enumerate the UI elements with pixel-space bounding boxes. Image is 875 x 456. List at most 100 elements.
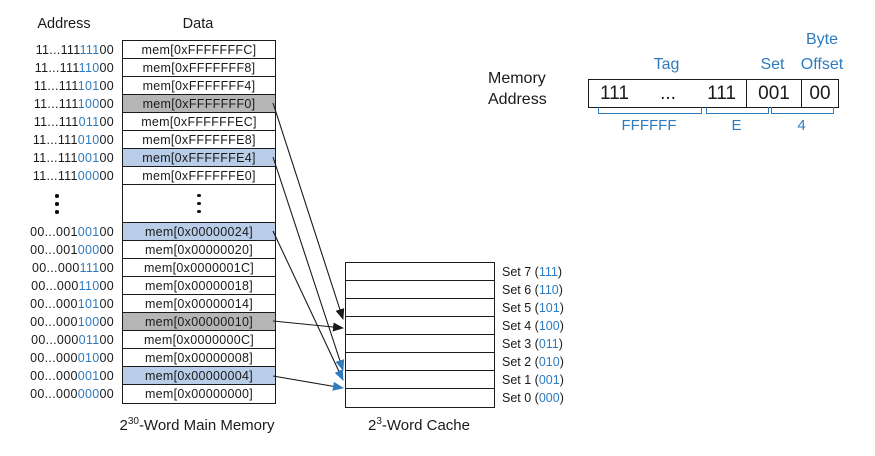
- vertical-ellipsis-icon: [197, 193, 201, 214]
- memory-address: 00...00001000: [0, 349, 114, 367]
- cache-table: [345, 262, 495, 408]
- set-label-text: Set 2 (: [502, 355, 539, 369]
- mid-hex-bracket: [706, 107, 769, 114]
- set-label-close: ): [559, 355, 564, 369]
- set-index-bits: 011: [538, 337, 559, 351]
- cache-set-label: Set 7 (111): [502, 263, 564, 281]
- memory-cell-value: mem[0xFFFFFFE8]: [142, 132, 256, 147]
- memory-cell-value: mem[0x00000004]: [144, 368, 254, 383]
- address-offset-bits: 00: [99, 279, 114, 293]
- cache-row: [346, 299, 494, 317]
- address-offset-bits: 00: [99, 133, 114, 147]
- cache-set-label: Set 2 (010): [502, 353, 564, 371]
- address-set-bits: 000: [77, 169, 100, 183]
- address-offset-bits: 00: [99, 169, 114, 183]
- caption-base: 2: [368, 417, 377, 434]
- address-offset-bits: 00: [99, 297, 114, 311]
- address-tag-bits: 11...111: [32, 169, 78, 183]
- set-label-text: Set 4 (: [502, 319, 539, 333]
- address-list-low: 00...00100100 00...00100000 00...0001110…: [0, 223, 114, 403]
- set-label-text: Set 5 (: [502, 301, 539, 315]
- address-offset-bits: 00: [99, 151, 114, 165]
- address-tag-bits: 00...001: [30, 243, 78, 257]
- memory-cell-value: mem[0x00000010]: [144, 314, 254, 329]
- address-set-bits: 100: [77, 315, 100, 329]
- address-set-bits: 001: [77, 151, 100, 165]
- memory-cell-value: mem[0xFFFFFFF0]: [142, 96, 256, 111]
- address-tag-bits: 00...000: [30, 297, 78, 311]
- cache-set-label: Set 6 (110): [502, 281, 564, 299]
- memory-address: 00...00100000: [0, 241, 114, 259]
- memory-cell-value: mem[0xFFFFFFF4]: [142, 78, 256, 93]
- set-label-text: Set 3 (: [502, 337, 539, 351]
- address-offset-bits: 00: [99, 387, 114, 401]
- arrow-mem00000024-to-set1: [272, 230, 344, 381]
- address-offset-bits: 00: [99, 333, 114, 347]
- address-offset-bits: 00: [99, 243, 114, 257]
- cache-row: [346, 389, 494, 407]
- mid-hex-value: E: [731, 117, 742, 134]
- memory-address: 00...00011000: [0, 277, 114, 295]
- address-offset-bits: 00: [99, 61, 114, 75]
- memory-cell-value: mem[0xFFFFFFEC]: [141, 114, 257, 129]
- memory-row: mem[0x00000024]: [123, 223, 275, 241]
- memory-cell-value: mem[0xFFFFFFFC]: [141, 42, 257, 57]
- memory-row: mem[0x00000004]: [123, 367, 275, 385]
- memory-address-title: Memory Address: [488, 68, 547, 110]
- address-set-bits: 010: [77, 351, 100, 365]
- cache-rows: [346, 263, 494, 407]
- caption-rest: -Word Cache: [381, 417, 470, 434]
- cache-set-label: Set 3 (011): [502, 335, 564, 353]
- memory-row: mem[0xFFFFFFEC]: [123, 113, 275, 131]
- tag-ellipsis: ...: [660, 82, 676, 104]
- byte-offset-field: 00: [801, 80, 838, 107]
- set-label-text: Set 1 (: [502, 373, 539, 387]
- memory-address: 00...00100100: [0, 223, 114, 241]
- memory-address: 00...00010100: [0, 295, 114, 313]
- arrow-memFFFFFFE4-to-set1: [272, 156, 345, 371]
- memory-rows-low: mem[0x00000024] mem[0x00000020] mem[0x00…: [123, 223, 275, 403]
- address-offset-bits: 00: [99, 43, 114, 57]
- vertical-ellipsis-icon: [55, 194, 59, 214]
- memory-cell-value: mem[0x00000020]: [144, 242, 254, 257]
- set-field-label: Set: [760, 56, 785, 73]
- cache-row: [346, 335, 494, 353]
- address-set-bits: 011: [78, 333, 100, 347]
- memory-cell-value: mem[0x0000000C]: [143, 332, 255, 347]
- low-hex-value: 4: [797, 117, 806, 134]
- memory-cell-value: mem[0x00000014]: [144, 296, 254, 311]
- address-tag-bits: 11...111: [33, 115, 79, 129]
- address-tag-bits: 00...000: [30, 387, 78, 401]
- memory-cell-value: mem[0x0000001C]: [143, 260, 255, 275]
- memory-ellipsis: [123, 185, 275, 223]
- data-column-header: Data: [182, 16, 214, 32]
- memory-row: mem[0x00000018]: [123, 277, 275, 295]
- address-tag-bits: 00...000: [31, 279, 79, 293]
- set-label-close: ): [559, 319, 564, 333]
- caption-exponent: 30: [127, 416, 139, 427]
- address-set-bits: 101: [77, 297, 100, 311]
- address-tag-bits: 11...111: [32, 151, 78, 165]
- memory-address: 11...11100100: [0, 149, 114, 167]
- memory-address: 11...11110100: [0, 77, 114, 95]
- tag-field: 111 ... 111: [589, 80, 746, 107]
- memory-rows-high: mem[0xFFFFFFFC] mem[0xFFFFFFF8] mem[0xFF…: [123, 41, 275, 185]
- memory-address: 11...11111100: [0, 41, 114, 59]
- address-offset-bits: 00: [99, 351, 114, 365]
- set-index-bits: 010: [538, 355, 560, 369]
- set-label-close: ): [559, 301, 564, 315]
- memory-row: mem[0x00000008]: [123, 349, 275, 367]
- set-index-bits: 100: [538, 319, 560, 333]
- cache-row: [346, 263, 494, 281]
- address-set-bits: 011: [78, 115, 100, 129]
- set-label-close: ): [557, 265, 563, 279]
- address-set-bits: 111: [79, 261, 100, 275]
- memory-row: mem[0xFFFFFFE0]: [123, 167, 275, 185]
- memory-row: mem[0x00000010]: [123, 313, 275, 331]
- memory-row: mem[0xFFFFFFF0]: [123, 95, 275, 113]
- memory-address: 11...11101100: [0, 113, 114, 131]
- address-offset-bits: 00: [99, 261, 114, 275]
- address-set-bits: 111: [79, 43, 100, 57]
- memory-address: 11...11110000: [0, 95, 114, 113]
- cache-row: [346, 353, 494, 371]
